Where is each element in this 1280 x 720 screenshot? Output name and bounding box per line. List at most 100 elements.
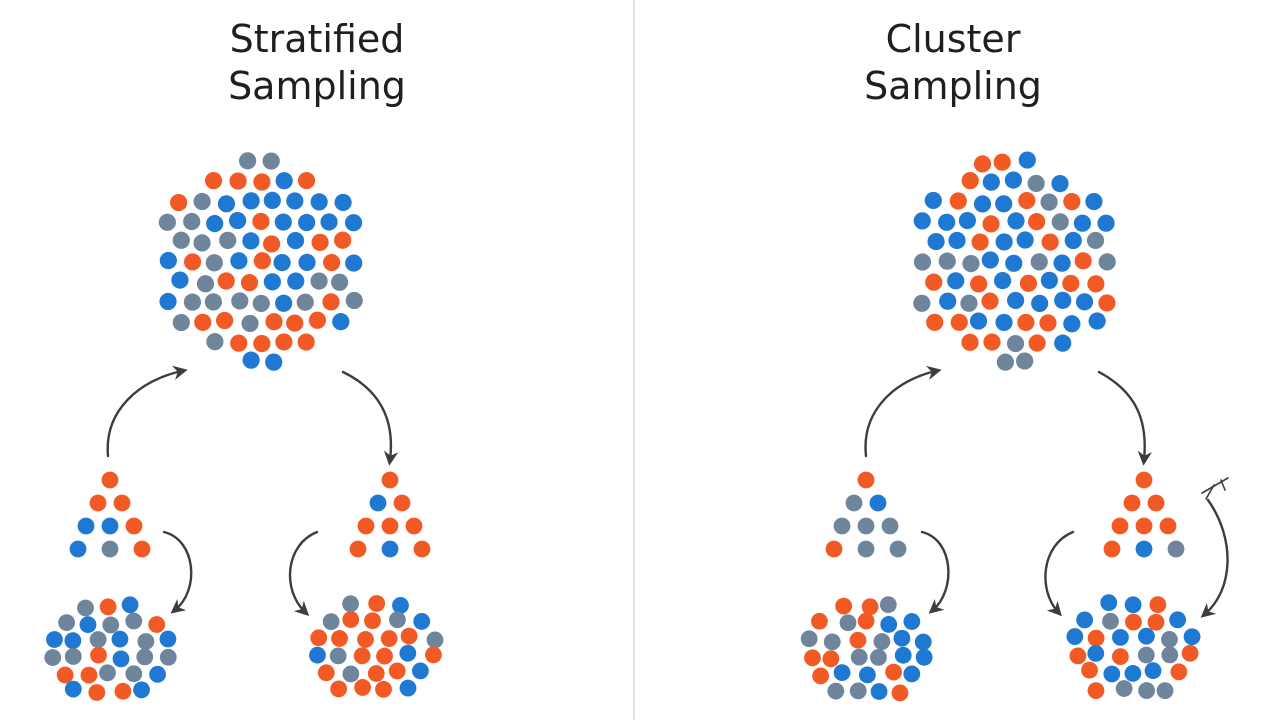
sample-dot [1017,313,1035,332]
cluster-sampling-diagram [800,151,1229,702]
sample-dot [973,155,992,173]
sample-dot [1087,629,1105,647]
sample-dot [993,153,1011,171]
sample-dot [193,234,211,252]
sample-dot [230,334,248,352]
sample-dot [812,667,830,685]
sample-dot [229,172,247,190]
sample-dot [137,633,155,650]
sample-dot [114,682,132,700]
sample-dot [217,195,236,213]
sample-dot [1135,540,1153,558]
sample-dot [229,211,247,230]
sample-dot [1137,627,1155,645]
sample-dot [981,292,999,310]
sample-dot [822,650,840,668]
sample-dot [982,173,1000,191]
sample-dot [125,517,143,535]
sample-dot [112,650,130,668]
sample-dot [426,631,444,649]
sample-dot [354,679,371,696]
sample-dot [89,631,107,648]
sample-dot [367,665,385,682]
title-line-1: Cluster [885,17,1021,61]
sample-dot [399,644,417,662]
sample-dot [857,540,875,558]
sample-dot [263,273,281,291]
arrow-icon [288,530,319,616]
sample-dot [193,192,211,211]
sample-dot [125,665,143,683]
title-line-2: Sampling [864,64,1042,108]
sample-dot [857,612,875,630]
sample-dot [859,666,876,684]
sample-dot [857,517,875,535]
sample-dot [273,254,291,272]
sample-dot [961,333,979,351]
sample-dot [159,292,177,311]
sample-dot [69,540,87,558]
sample-dot [101,471,119,489]
sample-dot [286,192,304,210]
sample-dot [996,353,1014,371]
sample-dot [1004,171,1023,189]
sample-dot [827,682,845,700]
sample-dot [1028,334,1046,352]
sample-dot [242,351,260,369]
sample-dot [1125,613,1142,631]
sample-dot [194,313,212,331]
sample-cluster [309,595,444,698]
scribble-icon [1201,477,1229,500]
sample-dot [121,596,139,614]
sample-dot [1041,233,1059,251]
sample-dot [323,253,341,272]
sample-dot [206,214,224,233]
sample-dot [102,616,120,634]
sample-dot [88,684,106,701]
sample-dot [973,195,992,213]
sample-dot [947,272,965,290]
sample-dot [46,631,63,648]
sample-dot [101,517,119,535]
sample-dot [924,191,942,210]
sample-dot [345,291,363,310]
sample-dot [833,664,851,681]
sample-dot [99,598,117,616]
sample-dot [1007,212,1025,230]
sample-dot [835,597,853,615]
arrow-icon [864,365,942,458]
sample-dot [1169,611,1187,629]
sample-dot [353,647,371,665]
sample-dot [322,613,340,631]
sample-dot [275,172,293,190]
sample-cluster [800,596,933,702]
sample-dot [1088,312,1106,330]
sample-dot [64,632,82,650]
sample-dot [811,612,828,630]
sample-dot [298,253,316,272]
sample-dot [368,595,386,612]
sample-dot [231,292,249,310]
sample-dot [1111,648,1129,666]
arrow-icon [1097,370,1153,466]
sample-dot [993,272,1012,290]
sample-dot [172,231,190,249]
sample-dot [183,212,201,231]
sample-dot [870,683,888,700]
sample-dot [1087,275,1105,293]
sample-dot [961,172,979,190]
sample-dot [345,254,363,272]
population-circle [913,151,1116,371]
sample-dot [1124,596,1142,614]
sample-dot [148,616,166,633]
sample-dot [217,272,235,290]
sample-dot [891,684,909,702]
sample-dot [1016,352,1034,370]
panel-divider [633,0,635,720]
title-line-1: Stratified [229,17,405,61]
sample-dot [873,633,891,650]
sample-dot [1156,682,1174,700]
sample-dot [344,214,363,232]
sample-dot [252,294,270,313]
sample-dot [1031,294,1049,312]
